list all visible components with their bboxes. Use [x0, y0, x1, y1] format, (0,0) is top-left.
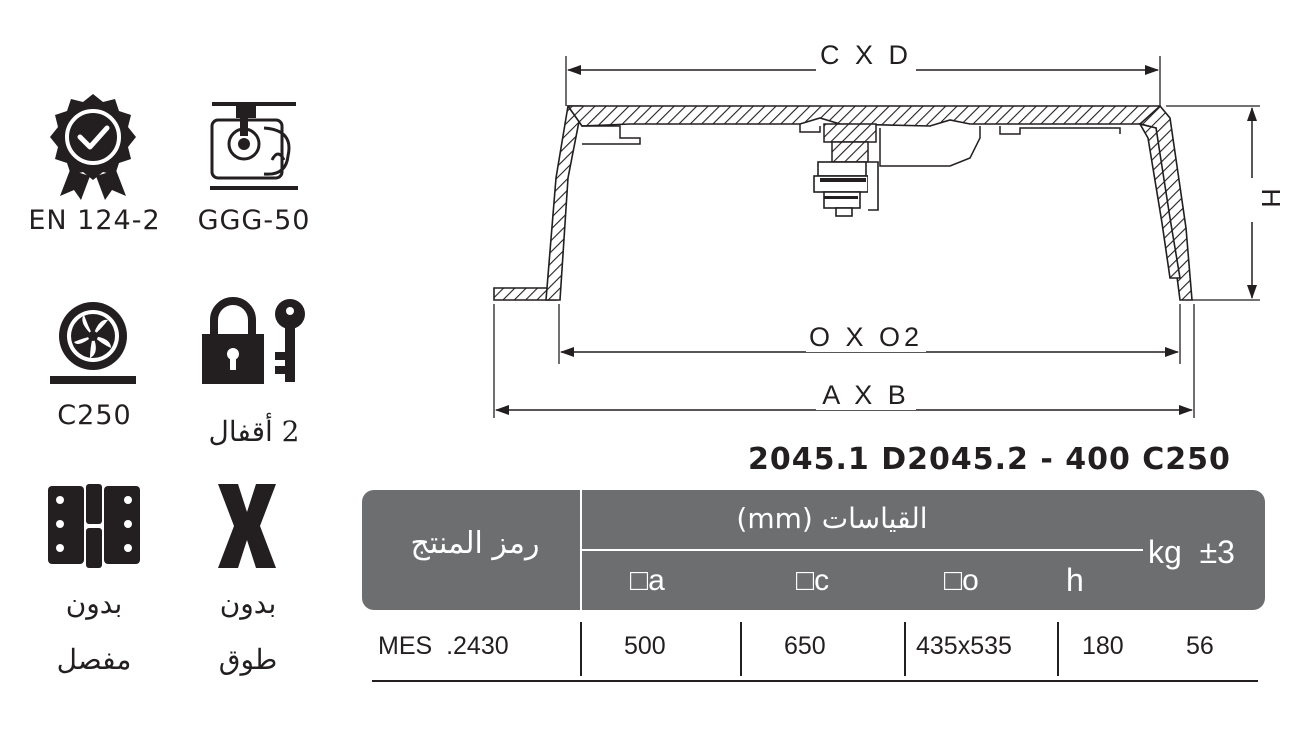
cross-section-drawing: C X D O X O2 A X B H	[493, 40, 1280, 418]
dim-label-axb: A X B	[822, 380, 910, 410]
dim-label-oxo2: O X O2	[809, 322, 923, 352]
header-col-c: □c	[796, 564, 830, 597]
dim-label-cxd: C X D	[820, 40, 912, 70]
certification-badge-icon	[48, 92, 138, 202]
cell-code: MES .2430	[378, 632, 509, 660]
row-divider	[580, 622, 582, 676]
row-divider	[904, 622, 906, 676]
load-class-label: C250	[57, 400, 132, 431]
cell-c: 650	[784, 632, 826, 660]
cell-h: 180	[1082, 632, 1124, 660]
cell-kg: 56	[1186, 632, 1214, 660]
header-weight: kg ±3	[1148, 534, 1235, 570]
hinge-label-line2: مفصل	[56, 643, 132, 676]
lock-key-icon	[200, 296, 308, 386]
hinge-icon	[48, 484, 140, 568]
locks-label: 2 أقفال	[208, 415, 300, 448]
cell-o: 435x535	[916, 632, 1012, 660]
header-col-h: h	[1066, 562, 1084, 598]
material-label: GGG-50	[197, 205, 311, 236]
cell-a: 500	[624, 632, 666, 660]
no-ring-x-icon	[216, 484, 278, 568]
table-header: رمز المنتج القياسات (mm) □a □c □o h kg ±…	[362, 490, 1265, 610]
header-col-o: □o	[944, 564, 979, 597]
ring-label-line2: طوق	[218, 643, 278, 676]
ring-label-line1: بدون	[219, 587, 277, 620]
header-dimensions: القياسات (mm)	[736, 502, 928, 535]
row-divider	[740, 622, 742, 676]
row-bottom-rule	[372, 680, 1258, 682]
wheel-load-icon	[50, 298, 136, 388]
row-divider	[1057, 622, 1059, 676]
certification-label: EN 124-2	[28, 205, 161, 236]
header-col-a: □a	[630, 564, 665, 597]
series-title: 2045.1 D2045.2 - 400 C250	[748, 442, 1231, 477]
dim-label-h: H	[1256, 188, 1280, 212]
casting-material-icon	[206, 100, 302, 196]
header-divider-horizontal	[580, 549, 1143, 551]
header-product-code: رمز المنتج	[410, 526, 540, 561]
hinge-label-line1: بدون	[65, 587, 123, 620]
